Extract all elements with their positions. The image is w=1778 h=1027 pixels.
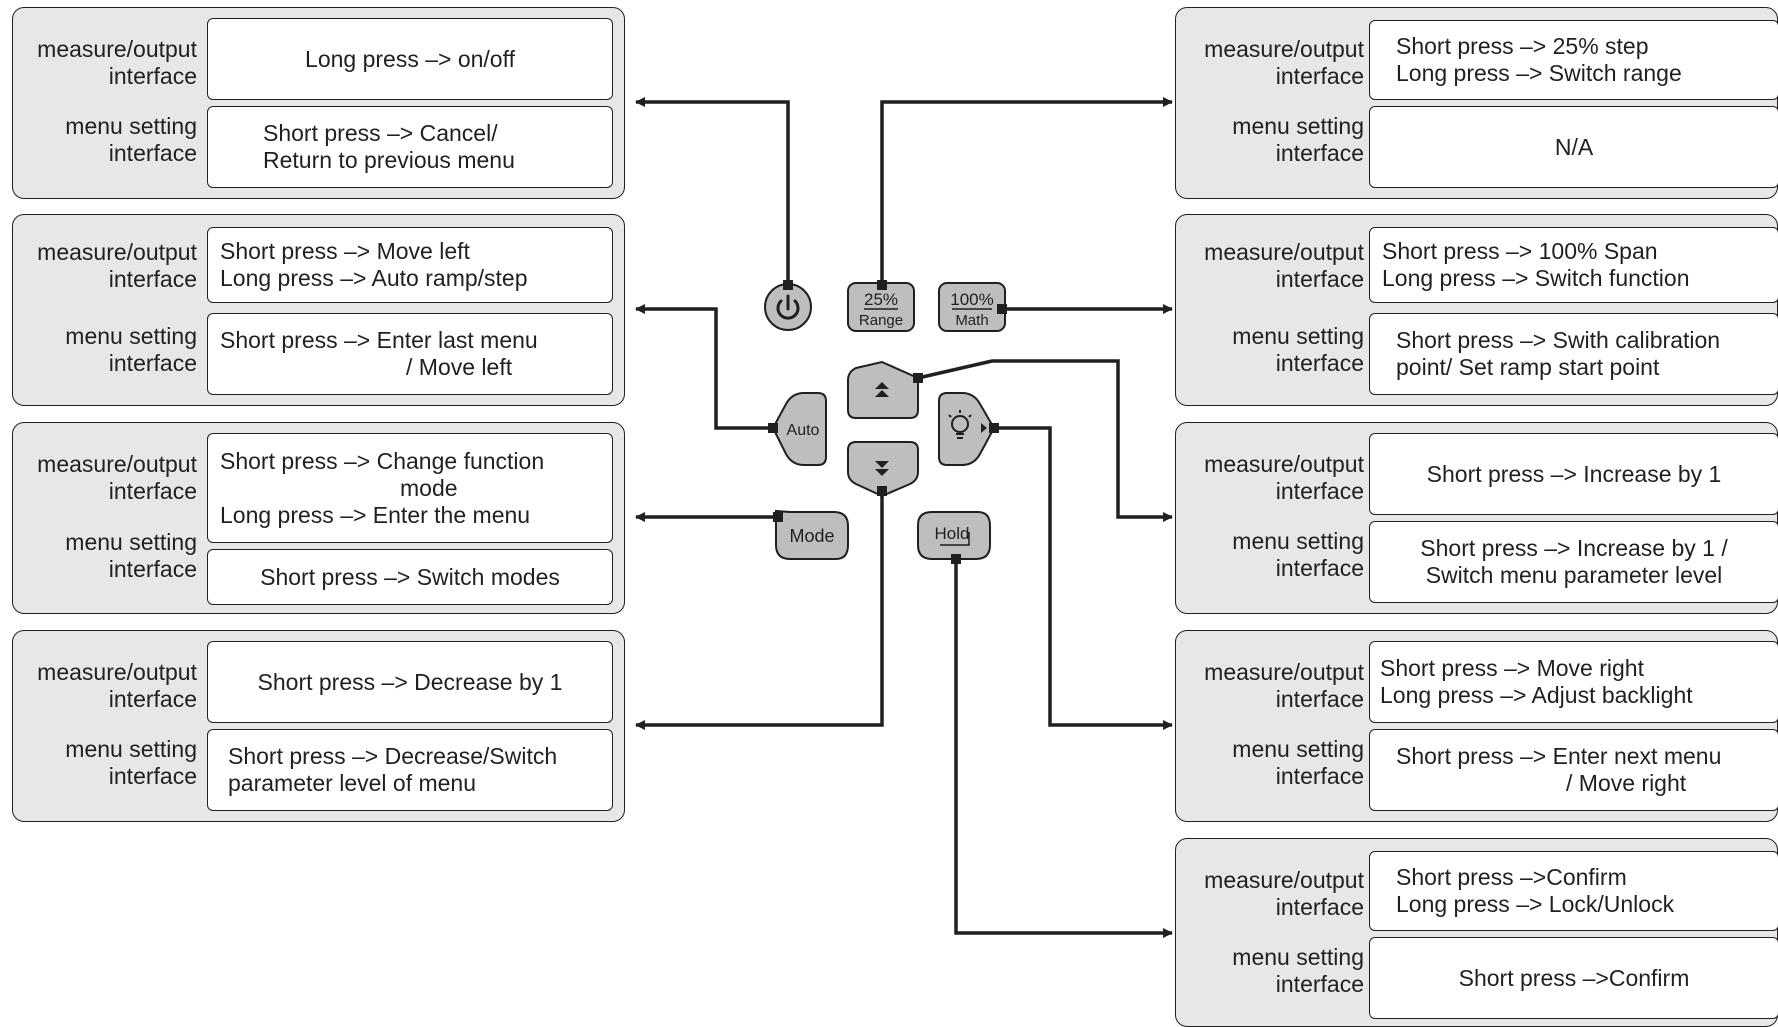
hold-button-label: Hold bbox=[935, 524, 970, 543]
connector-up bbox=[917, 359, 1173, 522]
up-button[interactable] bbox=[847, 360, 919, 419]
auto-menu-box: Short press –> Enter last menu/ Move lef… bbox=[207, 313, 613, 395]
power-button[interactable] bbox=[764, 283, 812, 331]
math-button[interactable]: 100% Math bbox=[938, 282, 1006, 332]
connector-auto bbox=[635, 304, 774, 430]
hold-button[interactable]: Hold bbox=[917, 511, 991, 560]
light-bulb-icon bbox=[948, 410, 972, 439]
mode-button-label: Mode bbox=[789, 526, 834, 546]
connector-right bbox=[994, 426, 1173, 730]
connector-down bbox=[635, 491, 884, 730]
power-icon bbox=[776, 294, 800, 320]
mode-menu-box: Short press –> Switch modes bbox=[207, 549, 613, 605]
power-menu-box: Short press –> Cancel/Return to previous… bbox=[207, 106, 613, 188]
right-arrow-icon bbox=[981, 423, 987, 433]
connector-power bbox=[635, 97, 790, 288]
range-button-bottom-label: Range bbox=[859, 312, 903, 329]
connector-hold bbox=[954, 559, 1173, 938]
up-menu-box: Short press –> Increase by 1 /Switch men… bbox=[1369, 521, 1778, 603]
mode-button[interactable]: Mode bbox=[775, 509, 849, 560]
math-button-top-label: 100% bbox=[950, 290, 993, 309]
connector-range bbox=[880, 97, 1173, 288]
range-button-top-label: 25% bbox=[864, 290, 898, 309]
auto-button-label: Auto bbox=[787, 422, 820, 439]
up-arrow-icon bbox=[875, 382, 889, 397]
range-button[interactable]: 25% Range bbox=[847, 282, 915, 332]
math-button-bottom-label: Math bbox=[955, 312, 988, 329]
range-menu-box: N/A bbox=[1369, 106, 1778, 188]
auto-button[interactable]: Auto bbox=[771, 392, 827, 466]
power-measure-box: Long press –> on/off bbox=[207, 18, 613, 100]
hold-menu-box: Short press –>Confirm bbox=[1369, 937, 1778, 1019]
down-arrow-icon bbox=[875, 461, 889, 476]
backlight-button[interactable] bbox=[938, 392, 996, 466]
down-button[interactable] bbox=[847, 441, 919, 498]
down-measure-box: Short press –> Decrease by 1 bbox=[207, 641, 613, 723]
enter-icon bbox=[940, 532, 970, 546]
right-menu-box: Short press –> Enter next menu/ Move rig… bbox=[1369, 729, 1778, 811]
up-measure-box: Short press –> Increase by 1 bbox=[1369, 433, 1778, 515]
